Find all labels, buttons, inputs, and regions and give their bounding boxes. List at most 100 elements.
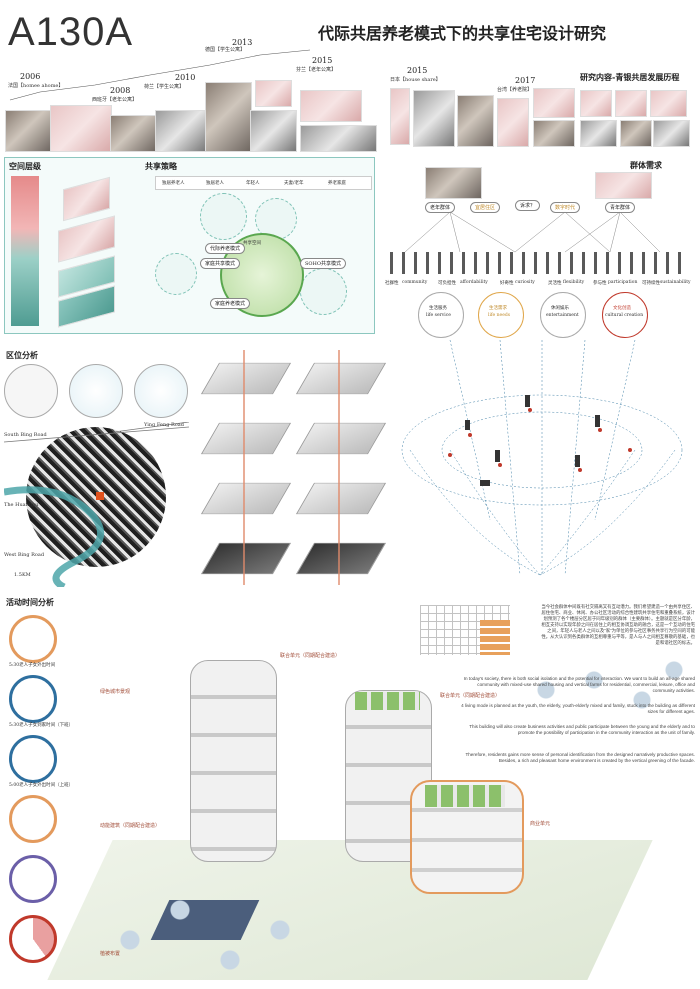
timeline-year: 2017 [515, 76, 536, 85]
timeline-photo [650, 90, 687, 117]
need-label-en: flexibility [563, 280, 585, 285]
strategy-icon-label: 年轻人 [246, 181, 260, 186]
timeline-label: 法国【homee ahome】 [8, 83, 64, 89]
strategy-icon-label: 养老家庭 [328, 181, 346, 186]
strategy-bubble [200, 193, 247, 240]
timeline-photo [250, 110, 297, 152]
need-circle: 休闲娱乐 entertainment [540, 292, 586, 338]
center-label: 共享空间 [243, 241, 261, 246]
layer-stack-1 [195, 350, 292, 590]
mode-tag: 代际养老模式 [205, 243, 246, 254]
site-plan: 绿色城市景观 联合单元（同期配合建造） 联合单元（同期配合建造） 商业单元 动能… [47, 600, 700, 985]
strategy-icon-label: 独居老人 [206, 181, 224, 186]
activity-clock [9, 675, 57, 723]
timeline-photo [620, 120, 652, 147]
need-label-en: sustainability [660, 280, 691, 285]
strategy-bubble [155, 253, 197, 295]
level-bar [11, 176, 39, 326]
building-label: 植被布置 [100, 951, 121, 957]
needs-title: 群体需求 [630, 160, 662, 170]
description-en-4: Therefore, residents gains more sense of… [465, 752, 695, 764]
board-id: A130A [8, 10, 134, 54]
strategy-bubble [300, 268, 347, 315]
activity-clock [9, 615, 57, 663]
activity-clock [9, 795, 57, 843]
space-levels-title: 空间层级 [9, 161, 41, 171]
timeline-label: 日本【house share】 [390, 77, 441, 83]
river [4, 422, 189, 587]
scale-label: 1.5KM [14, 572, 31, 578]
timeline-line [9, 49, 311, 101]
clock-caption: 5:30老人子女到家时间（下班） [9, 723, 74, 728]
activity-title: 活动时间分析 [6, 597, 54, 607]
location-panel: South Bing Road Ying Feng Road The Huang… [4, 362, 189, 587]
description-en-1: In today's society, there is both social… [463, 676, 695, 694]
activity-clock [9, 915, 57, 963]
tower-left [190, 660, 277, 862]
need-circle: 生活需求 life needs [478, 292, 524, 338]
timeline-label: 芬兰【老年公寓】 [296, 67, 337, 73]
activity-clock [9, 855, 57, 903]
needs-lines [404, 211, 661, 253]
need-label: 社群性 [385, 281, 399, 286]
timeline-photo [5, 110, 52, 152]
description-en-3: This building will also create business … [469, 724, 695, 736]
need-tag: 诉求？ [515, 200, 541, 211]
need-label-en: affordability [460, 280, 488, 285]
need-label: 好奇性 [500, 281, 514, 286]
trees [530, 630, 690, 730]
timeline-label: 德国【学生公寓】 [205, 47, 246, 53]
site-marker [96, 492, 104, 500]
need-label: 灵活性 [548, 281, 562, 286]
roof-garden [355, 692, 420, 710]
space-panel: 空间层级 共享策略 独居养老人 独居老人 年轻人 夫妻/老年 养老家庭 共享空间… [4, 157, 375, 334]
mode-tag: 家庭共享模式 [200, 258, 241, 269]
timeline-photo [300, 90, 362, 122]
timeline-photo [615, 90, 647, 117]
network-diagram [401, 340, 683, 576]
strategy-icon-row: 独居养老人 独居老人 年轻人 夫妻/老年 养老家庭 [155, 176, 372, 190]
timeline-photo [390, 88, 410, 145]
roof-garden [425, 785, 505, 807]
need-label-en: curiosity [515, 280, 535, 285]
need-tag: 数字时代 [550, 202, 581, 213]
map-thumb [4, 364, 58, 418]
mode-tag: 家庭养老模式 [210, 298, 251, 309]
timeline-photo [300, 125, 377, 152]
timeline-year: 2015 [312, 56, 333, 65]
building-label: 联合单元（同期配合建造） [440, 693, 501, 699]
timeline-photo [533, 88, 575, 118]
mode-tag: SOHO共享模式 [300, 258, 346, 269]
road-label: The Huangpu [4, 502, 39, 508]
iso-illustrations [53, 176, 133, 328]
need-label-en: community [402, 280, 428, 285]
timeline-label: 台湾【养老院】 [497, 87, 533, 93]
need-tag: 老年群体 [425, 202, 456, 213]
timeline-year: 2010 [175, 73, 196, 82]
timeline-panel-right: 2015 日本【house share】 2017 台湾【养老院】 研究内容-青… [385, 60, 700, 150]
strategy-icon-label: 独居养老人 [162, 181, 185, 186]
timeline-year: 2008 [110, 86, 131, 95]
timeline-label: 荷兰【学生公寓】 [144, 84, 185, 90]
timeline-photo [413, 90, 455, 147]
trees [110, 880, 310, 980]
description-en-2: 4 living mode is planned as the youth, t… [461, 703, 695, 715]
description-cn: 当今社会群体中间既有社交隔离又有互动潜力。我们希望建造一个由共享住区、居住住宅、… [541, 604, 695, 645]
timeline-year: 2013 [232, 38, 253, 47]
road-label: West Bing Road [4, 552, 45, 558]
timeline-year: 2015 [407, 66, 428, 75]
building-label: 联合单元（同期配合建造） [280, 653, 341, 659]
youth-group-photo [595, 172, 652, 199]
activity-clock [9, 735, 57, 783]
need-label: 参与性 [593, 281, 607, 286]
location-title: 区位分析 [6, 350, 38, 360]
need-label-en: participation [608, 280, 638, 285]
section-sketch-color [480, 620, 510, 655]
timeline-photo [205, 82, 252, 152]
layer-stack-2 [290, 350, 387, 590]
timeline-label: 西班牙【老年公寓】 [92, 97, 138, 103]
strategy-icon-label: 夫妻/老年 [284, 181, 304, 186]
people-silhouettes [390, 252, 690, 274]
elderly-group-photo [425, 167, 482, 199]
timeline-photo [155, 110, 207, 152]
